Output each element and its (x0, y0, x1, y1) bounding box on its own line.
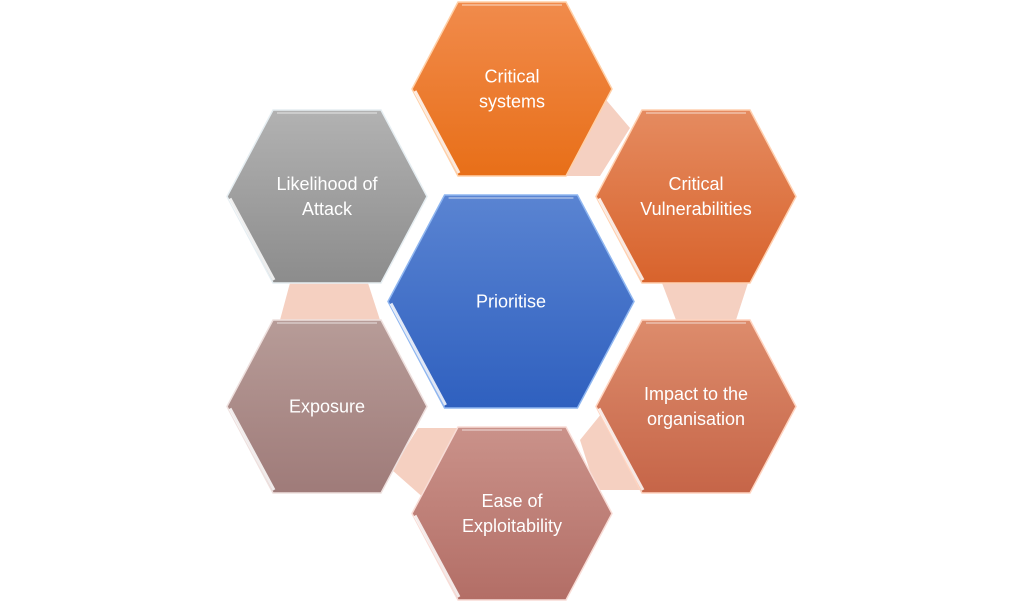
bevel-highlight (597, 407, 645, 491)
hexagon-label: Exploitability (462, 516, 562, 536)
hexagon-impact-to-the-organisation: Impact to the organisation (595, 319, 797, 494)
bevel-highlight (228, 197, 276, 281)
connector-4 (392, 428, 460, 500)
hexagon-shape (226, 319, 428, 494)
hexagon-label: Critical (484, 67, 539, 87)
hexagon-ease-of-exploitability: Ease of Exploitability (411, 426, 613, 601)
hexagon-exposure: Exposure (226, 319, 428, 494)
connector-3 (580, 408, 640, 490)
hexagon-label: Critical (668, 174, 723, 194)
hexagon-shape (411, 426, 613, 601)
connector-2 (662, 283, 748, 320)
bevel-highlight (597, 197, 645, 281)
hexagon-label: Exposure (289, 397, 365, 417)
hexagon-label: Ease of (481, 491, 543, 511)
hexagon-label: Attack (302, 199, 353, 219)
hexagon-label: Impact to the (644, 384, 748, 404)
hexagon-label: Prioritise (476, 292, 546, 312)
hexagon-label: Vulnerabilities (640, 199, 751, 219)
hexagon-label: systems (479, 92, 545, 112)
bevel-highlight (389, 302, 447, 406)
hexagon-likelihood-of-attack: Likelihood of Attack (226, 109, 428, 284)
hexagon-shape (595, 109, 797, 284)
hexagon-shape (226, 109, 428, 284)
connector-1 (566, 88, 630, 176)
hexagon-critical-systems: Critical systems (411, 1, 613, 177)
connector-5 (280, 283, 380, 320)
connectors (280, 88, 748, 500)
hexagon-shape (387, 194, 635, 409)
bevel-highlight (228, 407, 276, 491)
hexagon-label: Likelihood of (276, 174, 378, 194)
hexagon-center: Prioritise (387, 194, 635, 409)
hexagon-label: organisation (647, 409, 745, 429)
hexagon-shape (411, 1, 613, 177)
bevel-highlight (413, 90, 461, 174)
hexagon-shape (595, 319, 797, 494)
bevel-highlight (413, 514, 461, 598)
hexagons: CriticalsystemsCriticalVulnerabilitiesIm… (226, 1, 797, 601)
